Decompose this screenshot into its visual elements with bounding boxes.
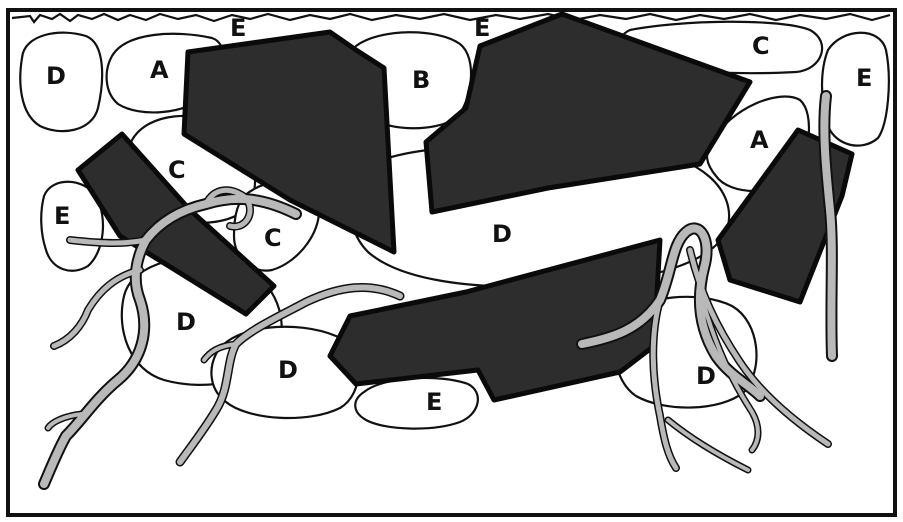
root-left-branch-2 (51, 267, 143, 349)
label-e-top-middle: E (474, 14, 490, 42)
label-c-top-right: C (752, 32, 770, 60)
label-c-left: C (168, 156, 186, 184)
root-system (38, 90, 838, 490)
label-c-center-small: C (264, 224, 282, 252)
root-center-branch (202, 342, 238, 362)
label-e-bottom: E (426, 388, 442, 416)
aggregate-d-top-left (19, 31, 104, 133)
label-d-lower-left: D (176, 308, 196, 336)
label-a-top-left: A (150, 56, 169, 84)
rock-right (715, 127, 855, 305)
label-e-right-edge: E (856, 64, 872, 92)
root-right-main (578, 224, 764, 400)
label-e-top-left: E (230, 14, 246, 42)
soil-surface-line (11, 12, 891, 24)
rock-top-center (423, 11, 753, 215)
rock-lower-center (327, 237, 663, 403)
label-d-lower-center: D (278, 356, 298, 384)
label-b-top-middle: B (412, 66, 430, 94)
rock-top-left-center (181, 29, 397, 255)
label-a-right: A (750, 126, 769, 154)
root-left-branch-3 (203, 187, 253, 230)
root-right-vertical (820, 92, 836, 360)
label-d-top-left: D (46, 62, 66, 90)
root-right-branch-2 (687, 247, 831, 447)
label-d-lower-right: D (696, 362, 716, 390)
aggregate-e-left (40, 180, 104, 272)
label-d-center: D (492, 220, 512, 248)
root-left-branch-1 (67, 237, 149, 246)
root-center-main (177, 284, 403, 465)
root-right-branch-1 (650, 297, 679, 471)
aggregate-e-bottom (354, 376, 479, 430)
root-right-branch-4 (666, 418, 750, 472)
root-right-branch-3 (698, 288, 760, 452)
label-e-left: E (54, 202, 70, 230)
root-left-branch-4 (46, 412, 84, 430)
